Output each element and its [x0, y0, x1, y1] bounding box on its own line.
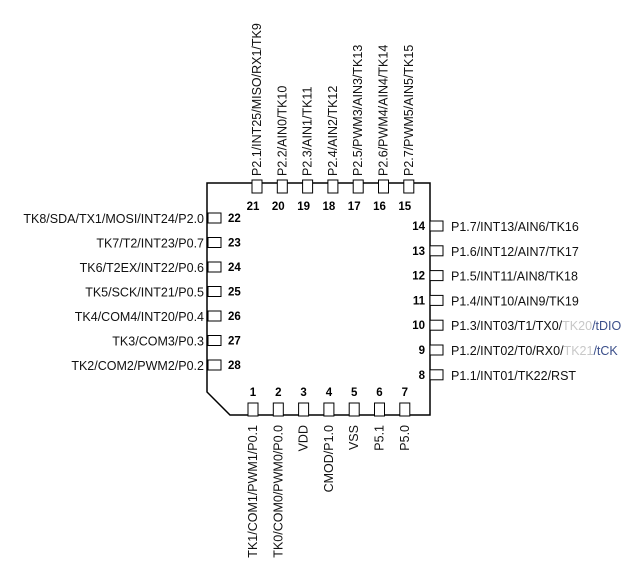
- pin-24-number: 24: [228, 262, 241, 274]
- pin-17-label: P2.5/PWM3/AIN3/TK13: [351, 45, 365, 176]
- pin-16-number: 16: [373, 201, 386, 213]
- pin-28-label: TK2/COM2/PWM2/P0.2: [71, 359, 204, 373]
- pin-18-label: P2.4/AIN2/TK12: [326, 86, 340, 176]
- pin-10-number: 10: [412, 320, 425, 332]
- pin-17-number: 17: [348, 201, 361, 213]
- pin-17-pad: [352, 179, 364, 194]
- pin-3-number: 3: [300, 387, 306, 399]
- pin-8-label: P1.1/INT01/TK22/RST: [451, 369, 576, 383]
- pin-13-label-main: P1.6/INT12/AIN7/TK17: [451, 245, 579, 259]
- pin-4-label: CMOD/P1.0: [322, 425, 336, 492]
- pin-21-number: 21: [247, 201, 260, 213]
- pin-25-label: TK5/SCK/INT21/P0.5: [85, 286, 204, 300]
- pin-11-label-main: P1.4/INT10/AIN9/TK19: [451, 294, 579, 308]
- pin-13-number: 13: [412, 246, 425, 258]
- pin-13-pad: [429, 245, 444, 257]
- pin-1-number: 1: [250, 387, 257, 399]
- pin-9-label-main: P1.2/INT02/T0/RX0/: [451, 344, 564, 358]
- pin-14-label-main: P1.7/INT13/AIN6/TK16: [451, 220, 579, 234]
- pin-12-label: P1.5/INT11/AIN8/TK18: [451, 270, 578, 284]
- pin-8-pad: [429, 369, 444, 381]
- pin-28-pad: [207, 359, 222, 371]
- pin-25-pad: [207, 286, 222, 297]
- pin-14-number: 14: [412, 221, 425, 233]
- pin-9-pad: [429, 344, 444, 356]
- pin-1-label: TK1/COM1/PWM1/P0.1: [246, 425, 260, 558]
- pin-6-number: 6: [376, 387, 382, 399]
- pin-20-pad: [276, 179, 288, 194]
- pin-11-pad: [429, 294, 444, 306]
- pin-5-pad: [348, 402, 360, 417]
- pin-15-number: 15: [398, 201, 411, 213]
- pin-3-label: VDD: [297, 425, 311, 451]
- pin-7-pad: [399, 402, 411, 417]
- pin-26-pad: [207, 310, 222, 322]
- pin-10-label-faded: TK20: [562, 319, 592, 333]
- pin-19-label: P2.3/AIN1/TK11: [301, 87, 315, 176]
- pin-4-number: 4: [326, 387, 333, 399]
- pin-26-label: TK4/COM4/INT20/P0.4: [75, 310, 204, 324]
- pin-2-number: 2: [275, 387, 281, 399]
- pin-9-label-debug: /tCK: [593, 344, 618, 358]
- pin-10-label: P1.3/INT03/T1/TX0/TK20/tDIO: [451, 319, 622, 333]
- pin-18-pad: [327, 179, 339, 194]
- pin-7-number: 7: [402, 387, 408, 399]
- pin-16-label: P2.6/PWM4/AIN4/TK14: [377, 45, 391, 176]
- pin-12-label-main: P1.5/INT11/AIN8/TK18: [451, 270, 578, 284]
- pin-18-number: 18: [323, 201, 336, 213]
- pin-15-label: P2.7/PWM5/AIN5/TK15: [402, 45, 416, 176]
- pin-23-number: 23: [228, 238, 241, 250]
- pin-23-label: TK7/T2/INT23/P0.7: [96, 237, 204, 251]
- pin-16-pad: [378, 179, 389, 194]
- pin-24-pad: [207, 261, 222, 273]
- pin-20-number: 20: [272, 201, 285, 213]
- pin-22-pad: [207, 212, 222, 224]
- pin-9-number: 9: [419, 345, 425, 357]
- pin-27-pad: [207, 335, 222, 346]
- pin-9-label-faded: TK21: [564, 344, 594, 358]
- pin-23-pad: [207, 237, 222, 248]
- pin-3-pad: [298, 402, 310, 417]
- pin-26-number: 26: [228, 311, 241, 323]
- pin-12-number: 12: [412, 271, 425, 283]
- pin-1-pad: [247, 402, 259, 417]
- pin-19-number: 19: [297, 201, 310, 213]
- pin-8-number: 8: [419, 370, 426, 382]
- pin-14-label: P1.7/INT13/AIN6/TK16: [451, 220, 579, 234]
- pin-15-pad: [403, 179, 415, 194]
- pin-20-label: P2.2/AIN0/TK10: [275, 86, 289, 176]
- pin-2-label: TK0/COM0/PWM0/P0.0: [271, 425, 285, 558]
- pin-7-label: P5.0: [398, 425, 412, 451]
- pin-22-number: 22: [228, 213, 241, 225]
- pin-21-label: P2.1/INT25/MISO/RX1/TK9: [250, 23, 264, 176]
- pin-12-pad: [429, 270, 444, 282]
- pin-27-number: 27: [228, 336, 241, 348]
- pin-11-number: 11: [413, 295, 426, 307]
- pin-10-pad: [429, 319, 444, 331]
- pin-11-label: P1.4/INT10/AIN9/TK19: [451, 294, 579, 308]
- pin-9-label: P1.2/INT02/T0/RX0/TK21/tCK: [451, 344, 618, 358]
- pins-layer: 21P2.1/INT25/MISO/RX1/TK920P2.2/AIN0/TK1…: [23, 23, 621, 558]
- pin-10-label-main: P1.3/INT03/T1/TX0/: [451, 319, 563, 333]
- pin-10-label-debug: /tDIO: [592, 319, 621, 333]
- pin-19-pad: [302, 179, 314, 194]
- pin-5-label: VSS: [347, 425, 361, 450]
- pin-22-label: TK8/SDA/TX1/MOSI/INT24/P2.0: [23, 212, 204, 226]
- pin-8-label-main: P1.1/INT01/TK22/RST: [451, 369, 576, 383]
- pin-13-label: P1.6/INT12/AIN7/TK17: [451, 245, 579, 259]
- pin-5-number: 5: [351, 387, 358, 399]
- pin-2-pad: [272, 402, 284, 417]
- pin-6-label: P5.1: [373, 425, 387, 451]
- pin-28-number: 28: [228, 360, 241, 372]
- pin-27-label: TK3/COM3/P0.3: [112, 335, 204, 349]
- pin-4-pad: [323, 402, 335, 417]
- pin-21-pad: [251, 179, 263, 194]
- pin-24-label: TK6/T2EX/INT22/P0.6: [80, 261, 204, 275]
- pin-6-pad: [374, 402, 385, 417]
- pin-25-number: 25: [228, 287, 241, 299]
- pin-14-pad: [429, 220, 444, 232]
